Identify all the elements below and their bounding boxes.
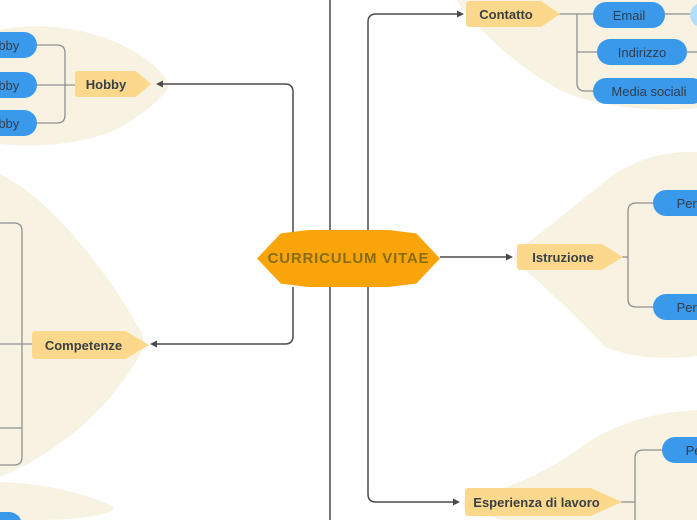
branch-node-competenze[interactable]: Competenze	[32, 331, 149, 359]
branch-node-contatto[interactable]: Contatto	[466, 1, 560, 27]
competenze-blob	[0, 174, 144, 477]
root-label: CURRICULUM VITAE	[267, 250, 430, 267]
child-label: Periodo	[676, 195, 697, 211]
partial-grandchild-node-email[interactable]	[690, 3, 697, 27]
child-label: Periodo	[676, 299, 697, 315]
child-node-hobby-1[interactable]: Hobby	[0, 32, 37, 58]
branch-node-hobby[interactable]: Hobby	[75, 71, 151, 97]
main-connectors	[157, 0, 506, 520]
child-node-periodo-3[interactable]: Periodo	[662, 437, 697, 463]
child-node-hobby-3[interactable]: Hobby	[0, 110, 37, 136]
arrow-contatto	[457, 10, 464, 18]
child-node-hobby-2[interactable]: Hobby	[0, 72, 37, 98]
branch-label: Esperienza di lavoro	[473, 494, 600, 510]
branch-node-istruzione[interactable]: Istruzione	[517, 244, 623, 270]
branch-label: Competenze	[44, 337, 123, 353]
child-label: Hobby	[0, 77, 20, 93]
child-label: Hobby	[0, 115, 20, 131]
child-label: Indirizzo	[617, 44, 667, 60]
arrow-hobby	[156, 80, 163, 88]
comb-connectors	[0, 13, 697, 520]
child-node-indirizzo[interactable]: Indirizzo	[597, 39, 687, 65]
child-label: Email	[612, 7, 646, 23]
corner-blob	[0, 482, 113, 520]
branch-label: Contatto	[479, 6, 533, 22]
child-label: Periodo	[685, 442, 697, 458]
arrowheads	[150, 10, 513, 506]
child-label: Media sociali	[611, 83, 687, 99]
branch-node-esperienza-di-lavoro[interactable]: Esperienza di lavoro	[465, 488, 622, 516]
arrow-istruzione	[506, 253, 513, 261]
branch-label: Hobby	[85, 76, 127, 92]
branch-label: Istruzione	[532, 249, 594, 265]
child-label: Hobby	[0, 37, 20, 53]
arrow-esperienza	[453, 498, 460, 506]
child-node-periodo-1[interactable]: Periodo	[653, 190, 697, 216]
child-node-email[interactable]: Email	[593, 2, 665, 28]
root-node-curriculum-vitae[interactable]: CURRICULUM VITAE	[257, 230, 440, 287]
child-node-periodo-2[interactable]: Periodo	[653, 294, 697, 320]
partial-node-bottom-left[interactable]	[0, 512, 22, 520]
arrow-competenze	[150, 340, 157, 348]
child-node-media-sociali[interactable]: Media sociali	[593, 78, 697, 104]
